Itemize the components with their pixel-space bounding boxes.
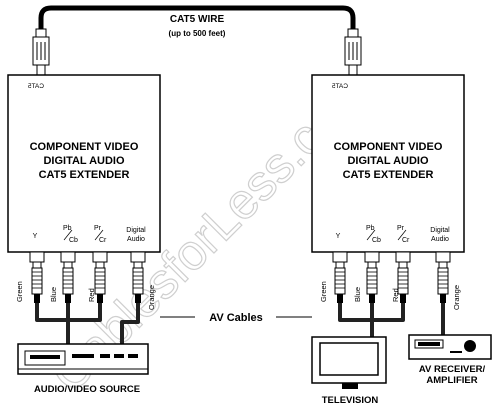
- wire-title: CAT5 WIRE: [170, 14, 225, 25]
- wire-subtitle: (up to 500 feet): [169, 29, 226, 38]
- port-label-y-right: Y: [336, 233, 341, 240]
- rca-digital-right: [435, 251, 451, 303]
- port-label-audio-right: Audio: [431, 236, 449, 243]
- right-rj45-plug: [344, 28, 362, 76]
- cat5-wire: [38, 5, 356, 30]
- cable-label-orange-right: Orange: [452, 285, 461, 310]
- left-extender-line1: COMPONENT VIDEO: [30, 141, 139, 153]
- rca-pb-left: [60, 251, 76, 303]
- port-label-cr-right: Cr: [402, 237, 410, 244]
- av-source-device: [17, 343, 149, 375]
- cat5-port-label-left: CAT5: [27, 83, 44, 90]
- tv-label: TELEVISION: [322, 395, 379, 406]
- television-device: [311, 336, 387, 389]
- rca-pb-right: [364, 251, 380, 303]
- left-extender: CAT5 COMPONENT VIDEO DIGITAL AUDIO CAT5 …: [7, 74, 161, 253]
- source-label: AUDIO/VIDEO SOURCE: [34, 384, 140, 395]
- right-extender-line1: COMPONENT VIDEO: [334, 141, 443, 153]
- port-label-y-left: Y: [33, 233, 38, 240]
- cable-label-blue-left: Blue: [49, 287, 58, 302]
- port-label-pr-right: Pr: [397, 225, 405, 232]
- rca-pr-left: [92, 251, 108, 303]
- port-label-cb-right: Cb: [372, 237, 381, 244]
- av-receiver-device: [408, 334, 492, 360]
- cable-label-green-left: Green: [15, 281, 24, 302]
- rca-connectors: [29, 251, 451, 303]
- av-cables-label: AV Cables: [209, 312, 263, 324]
- port-label-cr-left: Cr: [99, 237, 107, 244]
- port-label-pb-left: Pb: [63, 225, 72, 232]
- right-extender: CAT5 COMPONENT VIDEO DIGITAL AUDIO CAT5 …: [311, 74, 465, 253]
- left-av-cables: [35, 303, 140, 345]
- left-extender-line3: CAT5 EXTENDER: [39, 169, 130, 181]
- left-extender-line2: DIGITAL AUDIO: [43, 155, 125, 167]
- cable-label-red-left: Red: [87, 288, 96, 302]
- cable-label-green-right: Green: [319, 281, 328, 302]
- cable-label-blue-right: Blue: [353, 287, 362, 302]
- port-label-pb-right: Pb: [366, 225, 375, 232]
- port-label-cb-left: Cb: [69, 237, 78, 244]
- rca-y-right: [332, 251, 348, 303]
- right-av-cables: [338, 303, 445, 338]
- port-label-digital-left: Digital: [126, 227, 146, 234]
- left-rj45-plug: [32, 28, 50, 76]
- port-label-digital-right: Digital: [430, 227, 450, 234]
- receiver-label-line1: AV RECEIVER/: [419, 364, 486, 375]
- rca-y-left: [29, 251, 45, 303]
- port-label-pr-left: Pr: [94, 225, 102, 232]
- receiver-label-line2: AMPLIFIER: [426, 375, 477, 386]
- rca-pr-right: [395, 251, 411, 303]
- cable-label-orange-left: Orange: [147, 285, 156, 310]
- right-extender-line3: CAT5 EXTENDER: [343, 169, 434, 181]
- rca-digital-left: [130, 251, 146, 303]
- cable-label-red-right: Red: [391, 288, 400, 302]
- port-label-audio-left: Audio: [127, 236, 145, 243]
- right-extender-line2: DIGITAL AUDIO: [347, 155, 429, 167]
- cat5-port-label-right: CAT5: [331, 83, 348, 90]
